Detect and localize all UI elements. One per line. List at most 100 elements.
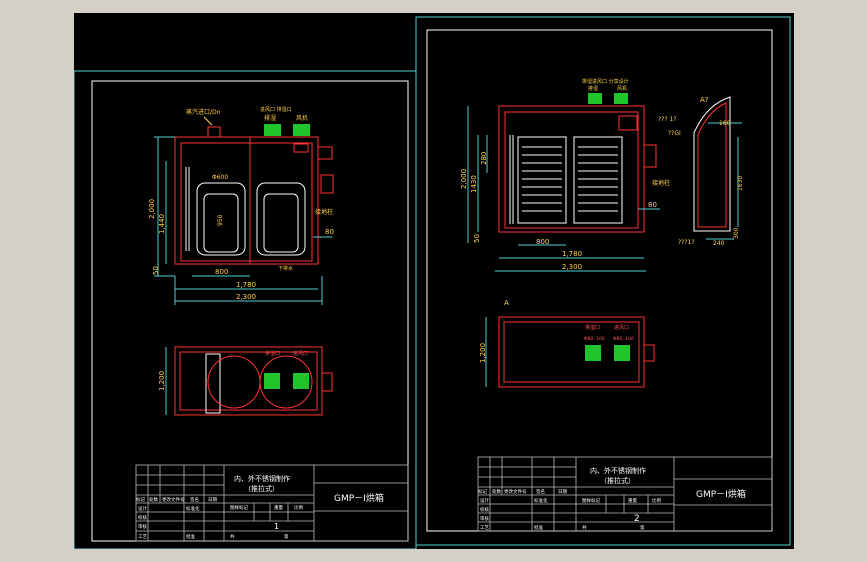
s2-control-box — [643, 144, 657, 168]
s2-dim-text-1430: 1430 — [470, 175, 478, 193]
tb1-model: GMP－Ⅰ烘箱 — [334, 492, 384, 504]
s2-dim-text-50: 50 — [473, 234, 481, 243]
label-fan-word: 风机 — [296, 114, 308, 122]
tb1-row-design: 设计 — [138, 505, 147, 512]
dim-text-plan-1200: 1,200 — [158, 371, 166, 391]
s2-label-top2: 排湿 — [588, 85, 598, 92]
tb1-col-doc: 更改文件号 — [162, 496, 185, 503]
tb1-sheet-number: 1 — [274, 522, 279, 531]
plan-label-1: 排湿口 — [265, 350, 280, 357]
fan-vent-green — [293, 124, 310, 136]
dim-text-80: 80 — [325, 228, 334, 236]
plan-vent-green — [293, 373, 309, 389]
label-diameter: Φ600 — [212, 174, 228, 181]
s2-dim-text-1630: 1630 — [737, 176, 744, 191]
plan-vent-hatch — [264, 373, 280, 389]
tb2-stage: 图样标记 — [582, 497, 600, 504]
tb1-col-sign: 签名 — [190, 496, 199, 503]
dim-text-1440: 1,440 — [158, 214, 166, 234]
label-h950: 950 — [217, 214, 224, 226]
label-inlet: 进风口 排湿口 — [260, 106, 292, 113]
oven-inner-outline — [180, 142, 313, 262]
s2-rack-right — [573, 136, 623, 224]
s2-body-inner — [504, 111, 639, 229]
sheet-1-front-view: 蒸汽进口/Dn 进风口 排湿口 排湿 风机 Φ600 950 接地柱 下排水 — [148, 106, 334, 305]
plan-inner — [179, 351, 318, 411]
tb2-model: GMP－Ⅰ烘箱 — [696, 488, 746, 500]
sheet-1: 蒸汽进口/Dn 进风口 排湿口 排湿 风机 Φ600 950 接地柱 下排水 — [74, 70, 417, 549]
s2-section-inner — [697, 102, 727, 228]
s2-dim-text-1200: 1,200 — [479, 343, 487, 363]
control-box — [320, 174, 334, 194]
s2-q1: ??? 1? — [658, 116, 676, 123]
s2-plan-inner — [503, 321, 640, 383]
s2-dim-text-280: 280 — [480, 152, 488, 165]
s2-label-top1: 排湿进风口 分享设计 — [582, 78, 629, 85]
tb2-col-date: 日期 — [558, 489, 567, 495]
tb2-title-1: 内、外不锈钢制作 — [590, 466, 646, 475]
dim-text-1780: 1,780 — [236, 281, 256, 289]
s2-plan-vent-hatch — [585, 345, 601, 361]
label-inlet-word: 排湿 — [264, 114, 276, 122]
s2-plan-label-2: 进风口 — [614, 324, 629, 331]
s2-fan-motor — [618, 115, 638, 131]
tb1-page: 第 — [284, 533, 289, 540]
tb2-col-doc: 更改文件号 — [504, 488, 527, 495]
s2-plan-sub-1: Φ80, 100 — [584, 336, 605, 342]
tb2-row-design: 设计 — [480, 497, 489, 504]
tb2-outer — [477, 456, 773, 532]
tb2-std: 标准化 — [534, 497, 548, 504]
tb2-row-check: 校核 — [480, 506, 489, 513]
s2-label-ground: 接地柱 — [652, 179, 670, 187]
s2-plan-vent-green — [614, 345, 630, 361]
s2-small-a: A — [504, 299, 509, 307]
tb1-weight: 重量 — [274, 504, 283, 511]
tb1-title-2: （推拉式） — [244, 484, 279, 493]
tb1-row-process: 工艺 — [138, 534, 147, 540]
left-door-opening — [196, 182, 246, 256]
label-drain: 下排水 — [278, 265, 293, 272]
exhaust-vent-hatch — [264, 124, 281, 136]
s2-dim-text-800: 800 — [536, 238, 549, 246]
tb1-col-count: 处数 — [149, 496, 158, 503]
right-door-opening — [256, 182, 306, 256]
tb2-approve: 批准 — [534, 524, 543, 531]
tb2-title-2: （推拉式） — [600, 476, 635, 485]
sheet-2-title-block: 标记 处数 更改文件号 签名 日期 设计 校核 审核 工艺 标准化 批准 图样标… — [477, 456, 773, 532]
s2-plan-label-1: 排湿口 — [585, 324, 600, 331]
s2-plan-motor — [643, 344, 655, 362]
s2-plan-sub-2: Φ80, 100 — [613, 336, 634, 342]
leader-pipe — [203, 116, 213, 126]
tb1-col-date: 日期 — [208, 497, 217, 503]
sheet-1-plan-view: 排湿口 进风口 1,200 — [158, 346, 333, 416]
sheet-2-section-detail: A? 160 1630 240 300 ??? 1? ??GI ???1? — [658, 96, 744, 247]
tb1-sheets: 共 — [230, 533, 235, 540]
sheet-1-title-block: 标记 处数 更改文件号 签名 日期 设计 校核 审核 工艺 标准化 批准 图样标… — [135, 464, 409, 542]
s2-dim-text-80: 80 — [648, 201, 657, 209]
tb1-approve: 批准 — [186, 533, 195, 540]
left-door-inner — [203, 193, 239, 253]
plan-partition — [205, 353, 221, 414]
tb1-title-1: 内、外不锈钢制作 — [234, 474, 290, 483]
tb2-sheets: 共 — [582, 524, 587, 531]
s2-dim-text-2300: 2,300 — [562, 263, 582, 271]
s2-q2: ??GI — [668, 130, 681, 137]
s2-label-top3: 风机 — [617, 85, 627, 92]
tb1-col-mark: 标记 — [136, 496, 145, 503]
label-ground: 接地柱 — [315, 208, 333, 216]
s2-rack-left — [517, 136, 567, 224]
sheet-2-cyan-border — [415, 16, 791, 546]
drawing-svg: 蒸汽进口/Dn 进风口 排湿口 排湿 风机 Φ600 950 接地柱 下排水 — [74, 16, 791, 549]
label-pipe-top: 蒸汽进口/Dn — [186, 108, 221, 116]
dim-text-2300: 2,300 — [236, 293, 256, 301]
sheet-2-plan-view: A 排湿口 进风口 Φ80, 100 Φ80, 100 1,200 — [479, 299, 655, 388]
tb2-row-process: 工艺 — [480, 525, 489, 531]
plan-fan-circle-right — [259, 355, 313, 409]
tb2-col-sign: 签名 — [536, 488, 545, 495]
s2-dim-text-total: 2,000 — [460, 169, 468, 189]
tb2-weight: 重量 — [628, 497, 637, 504]
s2-dim-text-1780: 1,780 — [562, 250, 582, 258]
tb2-sheet-number: 2 — [634, 514, 640, 524]
steam-pipe-stub — [207, 126, 221, 138]
tb2-page: 第 — [640, 524, 645, 531]
